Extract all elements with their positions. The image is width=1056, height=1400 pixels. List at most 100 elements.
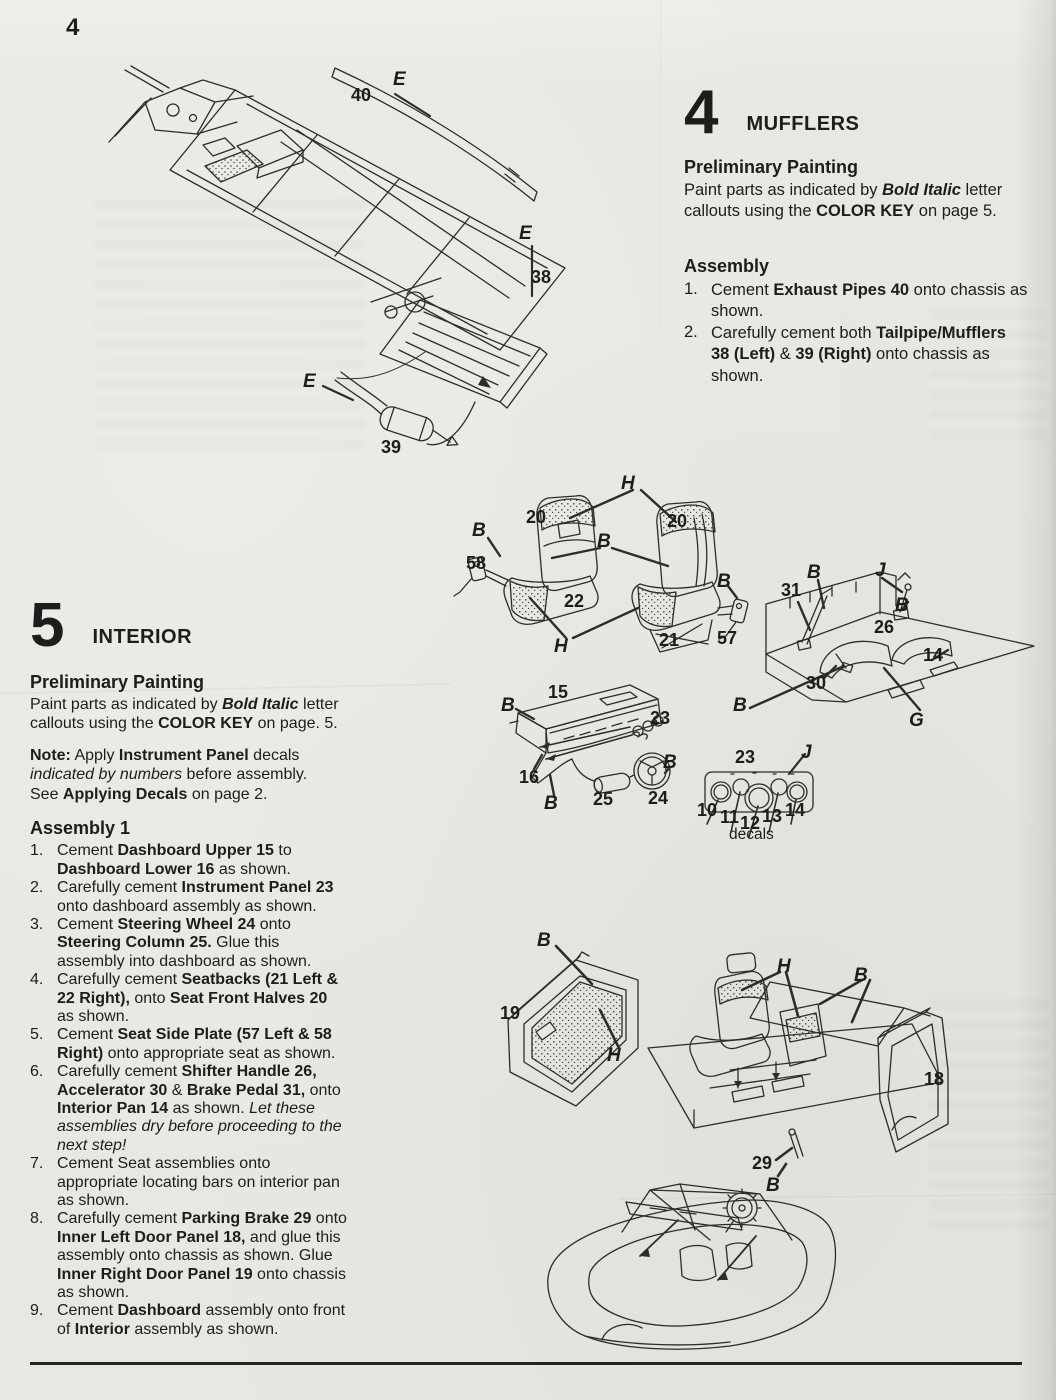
- callout-label: H: [607, 1045, 621, 1066]
- preliminary-painting-heading: Preliminary Painting: [684, 156, 859, 177]
- callout-label: 40: [351, 85, 372, 105]
- text-run: Applying Decals: [62, 785, 188, 803]
- text-run: Cement: [57, 1026, 118, 1044]
- step-number: 8.: [30, 1210, 44, 1228]
- callout-label: H: [777, 956, 791, 977]
- text-run: Brake Pedal 31,: [186, 1081, 306, 1099]
- callout-label: 20: [526, 507, 547, 527]
- callout-label: 10: [697, 800, 718, 820]
- text-run: 39 (Right): [795, 345, 872, 364]
- text-run: letter callouts using the: [30, 695, 339, 733]
- text-run: Bold Italic: [882, 180, 961, 199]
- text-run: on page. 5.: [253, 715, 338, 733]
- text-run: Instrument Panel 23: [181, 879, 334, 897]
- step-number: 5.: [30, 1026, 44, 1044]
- callout-label: B: [544, 793, 558, 814]
- callout-label: 24: [648, 788, 669, 808]
- step-text: Cement Seat assemblies onto appropriate …: [57, 1155, 364, 1210]
- callout-label: B: [472, 520, 486, 541]
- instrument-panel-illustration: [704, 752, 814, 838]
- section-title: INTERIOR: [92, 626, 193, 648]
- page-number: 4: [66, 14, 80, 41]
- interior-assembly-illustration: [507, 944, 949, 1178]
- text-run: as shown.: [214, 860, 291, 878]
- text-run: Carefully cement: [57, 971, 182, 989]
- text-run: Seat Side Plate (57 Left & 58 Right): [57, 1026, 332, 1062]
- text-run: Let these assemblies dry before proceedi…: [57, 1099, 342, 1154]
- callout-label: 23: [735, 747, 756, 767]
- assembly-step: 5. Cement Seat Side Plate (57 Left & 58 R…: [30, 1026, 364, 1063]
- assembly-heading: Assembly 1: [30, 818, 131, 839]
- step-text: Carefully cement Parking Brake 29 onto I…: [57, 1210, 364, 1302]
- section-title: MUFFLERS: [746, 113, 860, 135]
- text-run: Dashboard Lower 16: [57, 860, 215, 878]
- dashboard-illustration: [509, 684, 672, 797]
- text-run: COLOR KEY: [158, 715, 254, 733]
- step-number: 2.: [30, 879, 44, 897]
- text-run: Cement: [57, 842, 118, 860]
- text-run: Paint parts as indicated by: [684, 180, 883, 199]
- bottom-rule: [30, 1362, 1022, 1365]
- text-run: Paint parts as indicated by: [30, 695, 223, 713]
- text-run: indicated by numbers: [30, 766, 183, 784]
- text-run: onto chassis as shown.: [711, 280, 1028, 321]
- callout-label: B: [895, 595, 909, 616]
- chassis-illustration: [108, 65, 566, 446]
- callout-label: 14: [785, 800, 806, 820]
- text-run: onto appropriate seat as shown.: [103, 1044, 336, 1062]
- body-assembly-illustration: [547, 1183, 837, 1350]
- callout-label: B: [717, 571, 731, 592]
- text-run: Seat Front Halves 20: [169, 989, 328, 1007]
- interior-pan-illustration: [748, 571, 1035, 712]
- text-run: onto: [309, 1081, 341, 1099]
- callout-label: 12: [740, 813, 761, 833]
- text-run: Instrument Panel: [118, 746, 249, 764]
- section-header: 5 INTERIOR: [30, 595, 364, 657]
- callout-label: 15: [548, 682, 569, 702]
- assembly-step: 4.Carefully cement Seatbacks (21 Left & …: [30, 971, 364, 1026]
- text-run: Steering Wheel 24: [117, 915, 256, 933]
- assembly-step: 9. Cement Dashboard assembly onto front o…: [30, 1302, 364, 1339]
- callout-label: G: [909, 710, 924, 731]
- callout-label: E: [303, 371, 316, 392]
- seats-illustration: [453, 488, 749, 653]
- section-interior: 5 INTERIOR Preliminary Painting Paint pa…: [30, 595, 364, 1339]
- step-text: Carefully cement both Tailpipe/Mufflers …: [711, 323, 1036, 388]
- callout-label: 57: [717, 628, 738, 648]
- text-run: Cement Seat assemblies onto appropriate …: [57, 1155, 340, 1210]
- callout-label: 11: [720, 807, 740, 827]
- callout-label: B: [663, 752, 677, 773]
- assembly-steps: 1.Cement Dashboard Upper 15 to Dashboard…: [30, 842, 364, 1339]
- text-run: Steering Column 25.: [57, 934, 212, 952]
- text-run: Interior Pan 14: [57, 1099, 169, 1117]
- text-run: before assembly. See: [30, 766, 308, 803]
- callout-label: E: [393, 69, 406, 90]
- step-text: Carefully cement Seatbacks (21 Left & 22…: [57, 971, 364, 1026]
- text-run: to: [278, 842, 292, 860]
- text-run: decals: [253, 746, 300, 764]
- assembly-step: 3.Cement Steering Wheel 24 onto Steering…: [30, 916, 364, 971]
- callout-label: 25: [593, 789, 614, 809]
- callout-label: decals: [729, 826, 774, 843]
- step-text: Cement Dashboard assembly onto front of …: [57, 1302, 364, 1339]
- text-run: onto chassis as shown.: [711, 345, 990, 385]
- section-number: 4: [684, 78, 719, 147]
- callout-label: B: [766, 1175, 780, 1196]
- text-run: Parking Brake 29: [181, 1210, 312, 1228]
- callout-label: 31: [781, 580, 802, 600]
- text-run: letter callouts using the: [684, 180, 1003, 220]
- text-run: COLOR KEY: [816, 201, 915, 220]
- step-text: Carefully cement Shifter Handle 26, Acce…: [57, 1063, 364, 1155]
- text-run: Glue this assembly into dashboard as sho…: [57, 934, 312, 970]
- step-number: 9.: [30, 1302, 44, 1320]
- text-run: Shifter Handle 26, Accelerator 30: [57, 1063, 317, 1099]
- assembly-step: 1.Cement Dashboard Upper 15 to Dashboard…: [30, 842, 364, 879]
- preliminary-painting-text: Paint parts as indicated by Bold Italic …: [30, 695, 364, 734]
- text-run: Apply: [70, 746, 119, 764]
- text-run: Carefully cement both: [711, 323, 877, 342]
- step-number: 1.: [30, 842, 44, 860]
- text-run: assembly as shown.: [129, 1320, 279, 1338]
